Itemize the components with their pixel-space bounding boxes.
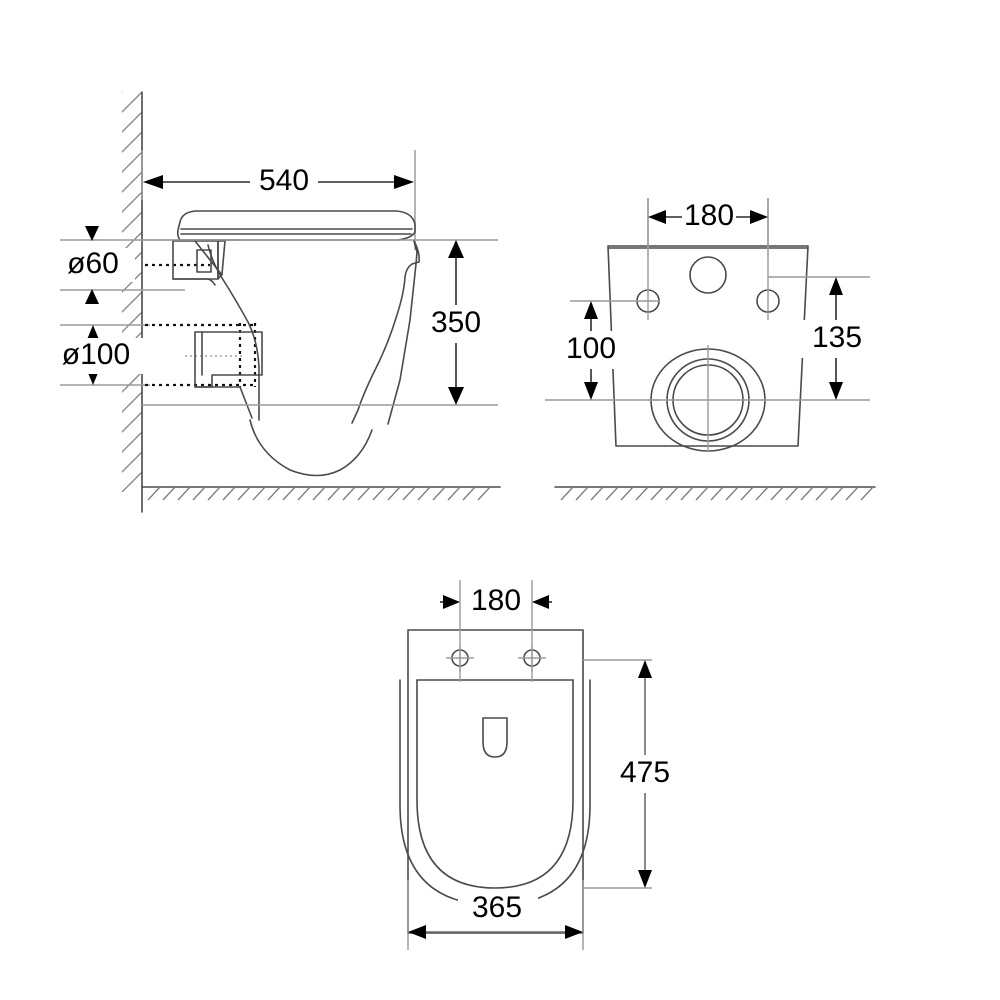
floor-hatching-front bbox=[560, 486, 874, 501]
dimension-180-front: 180 bbox=[648, 199, 768, 235]
dimension-label-365: 365 bbox=[472, 891, 522, 924]
dimension-label-135: 135 bbox=[812, 321, 862, 354]
dimension-label-100-front: 100 bbox=[566, 332, 616, 365]
plan-view: 180 475 365 bbox=[399, 580, 686, 950]
toilet-seat-profile bbox=[176, 210, 416, 241]
dimension-350: 350 bbox=[418, 240, 496, 405]
plan-pan-rim-outer bbox=[399, 679, 591, 906]
dimension-475: 475 bbox=[606, 660, 686, 888]
dimension-label-180-front: 180 bbox=[684, 199, 734, 232]
flush-inlet-hole bbox=[689, 256, 727, 294]
pan-skirt-left bbox=[194, 386, 253, 419]
dimension-label-180-plan: 180 bbox=[471, 584, 521, 617]
pan-rim-underside bbox=[172, 278, 216, 286]
dimension-label-dia-60: ø60 bbox=[67, 247, 119, 280]
dimension-135: 135 bbox=[798, 277, 876, 400]
plan-pan-outline bbox=[407, 629, 584, 934]
pan-bottom-curve bbox=[249, 419, 373, 477]
dimension-dia-60: ø60 bbox=[55, 226, 135, 304]
pan-right-outline bbox=[351, 240, 420, 424]
floor-hatching-side bbox=[147, 486, 491, 501]
waste-outlet-spigot bbox=[194, 331, 263, 388]
plan-flush-opening bbox=[482, 717, 508, 758]
dimension-label-540: 540 bbox=[259, 164, 309, 197]
side-elevation-view: 540 ø60 ø100 bbox=[48, 91, 501, 513]
pan-inner-bowl bbox=[207, 244, 260, 421]
dimension-540: 540 bbox=[143, 163, 414, 201]
hidden-waste-outlet bbox=[145, 323, 257, 387]
dimension-365: 365 bbox=[408, 890, 583, 939]
dimension-100-front: 100 bbox=[553, 301, 629, 400]
flush-inlet-housing bbox=[172, 240, 226, 280]
dimension-180-plan: 180 bbox=[440, 584, 552, 620]
dimension-label-350: 350 bbox=[431, 306, 481, 339]
dimension-label-475: 475 bbox=[620, 756, 670, 789]
pan-right-edge bbox=[387, 240, 418, 425]
dimension-dia-100: ø100 bbox=[48, 325, 144, 385]
wall-hatching bbox=[122, 92, 142, 492]
front-pan-outline bbox=[607, 245, 809, 447]
plan-seat-outline bbox=[416, 679, 574, 889]
front-elevation-view: 180 100 135 bbox=[545, 198, 876, 501]
dimension-label-dia-100: ø100 bbox=[62, 338, 130, 371]
